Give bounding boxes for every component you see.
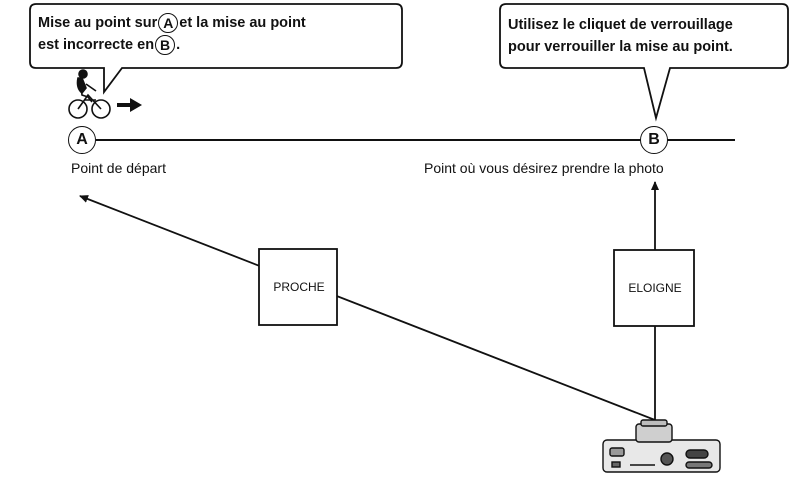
near-box-label: PROCHE <box>273 280 325 294</box>
bubble-right-line-2: pour verrouiller la mise au point. <box>508 39 733 55</box>
far-box <box>613 249 695 327</box>
cyclist-icon <box>68 69 111 119</box>
bubble-right-line-1: Utilisez le cliquet de verrouillage <box>508 17 733 33</box>
near-box <box>258 248 338 326</box>
bubble-right-text: Utilisez le cliquet de verrouillage pour… <box>508 14 733 58</box>
far-box-label: ELOIGNE <box>628 281 682 295</box>
arrow-right-icon <box>117 98 142 112</box>
speech-bubble-left <box>29 3 403 95</box>
marker-a-inline: A <box>158 13 179 34</box>
marker-a: A <box>68 126 96 154</box>
camera-icon <box>602 419 721 473</box>
marker-b-inline: B <box>155 35 176 56</box>
marker-b: B <box>640 126 668 154</box>
start-point-label: Point de départ <box>71 160 166 176</box>
speech-bubble-right <box>499 3 789 122</box>
target-point-label: Point où vous désirez prendre la photo <box>424 160 664 176</box>
near-arrow <box>79 195 656 421</box>
